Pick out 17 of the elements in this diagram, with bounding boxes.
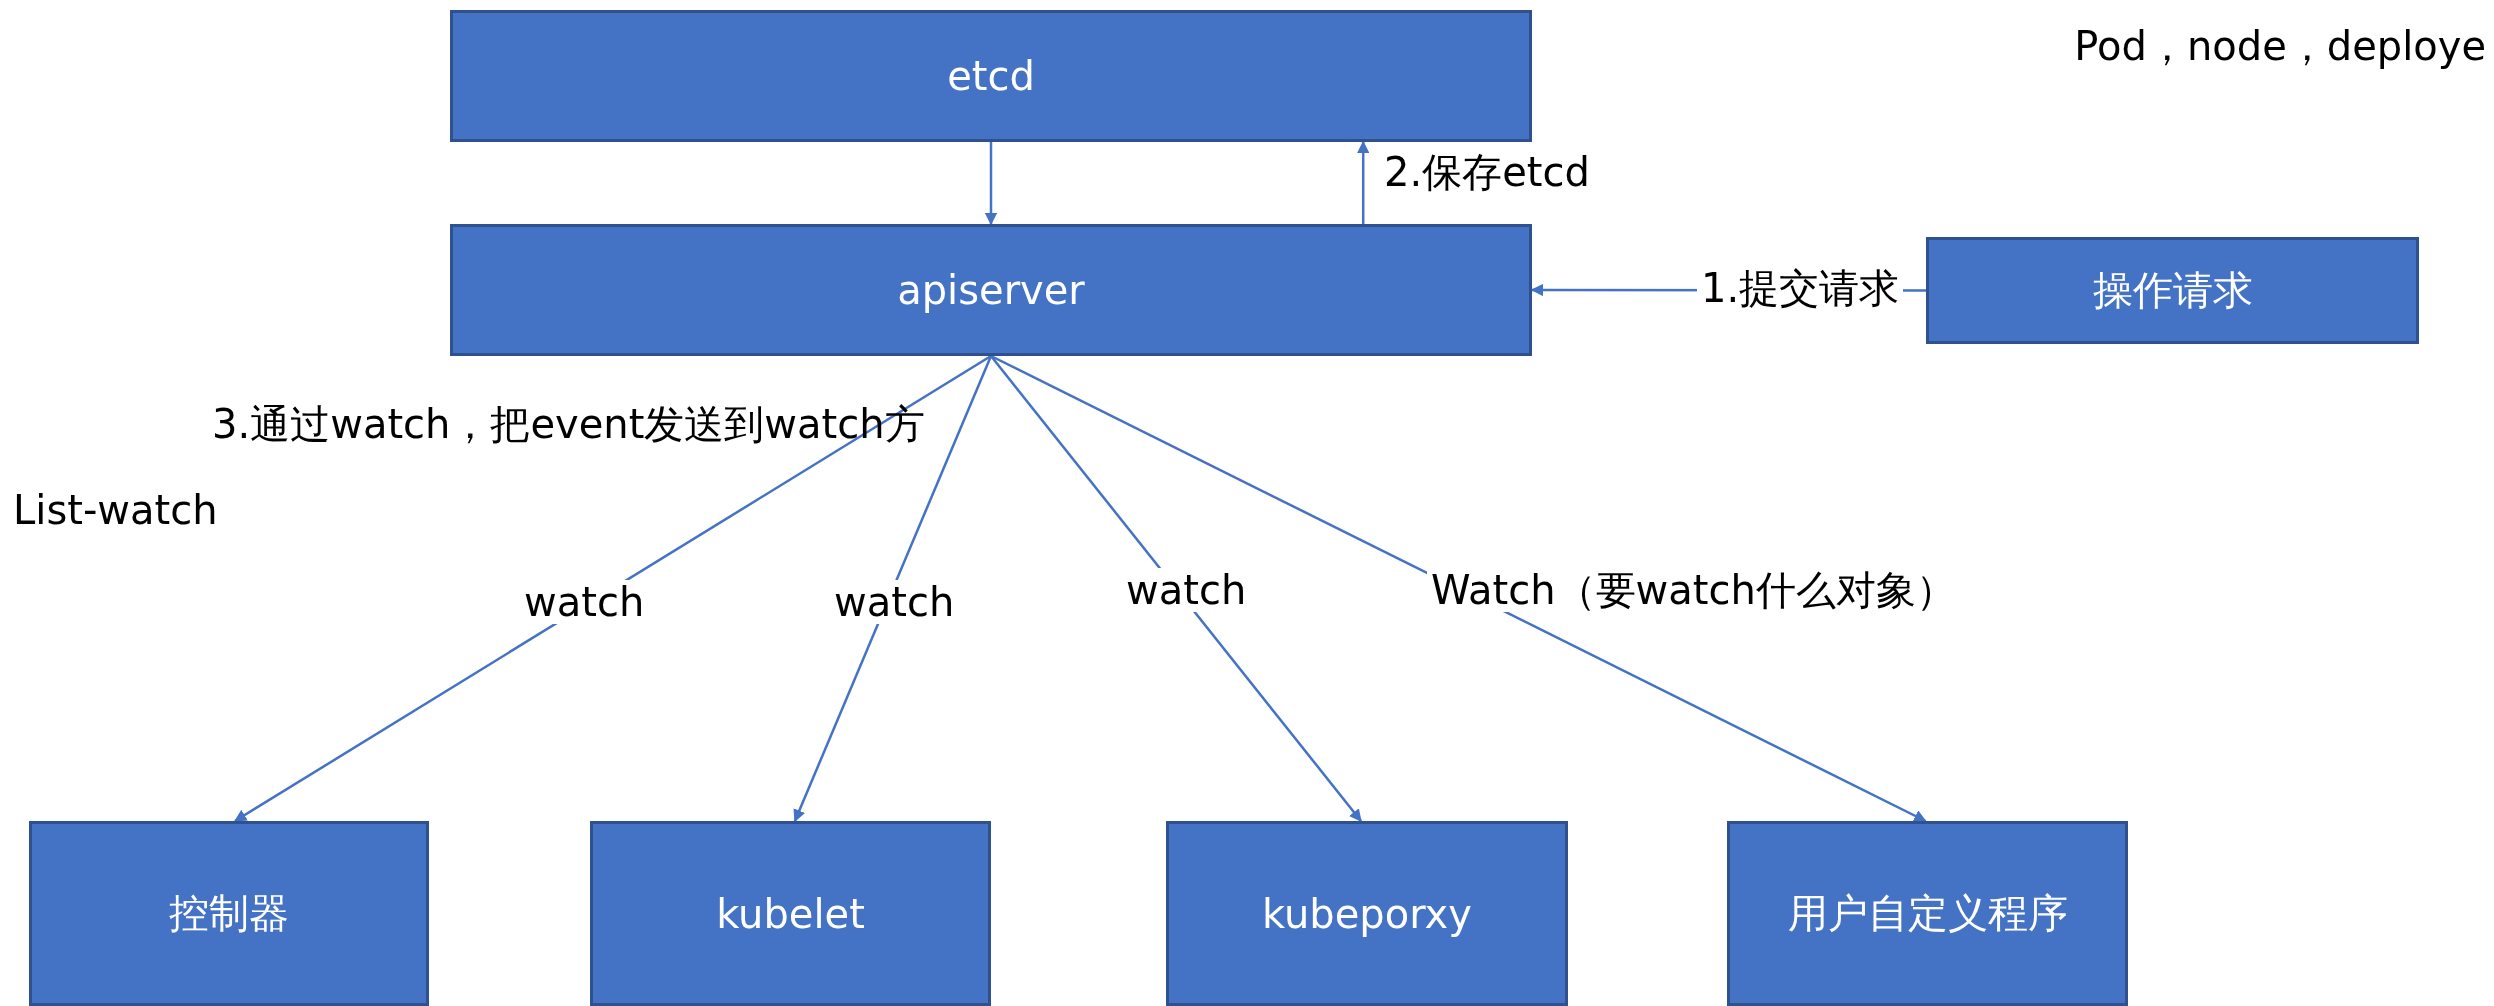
arrow xyxy=(984,142,998,226)
process-box: 控制器 xyxy=(29,821,429,1006)
edge-label: 1.提交请求 xyxy=(1697,266,1904,310)
arrow xyxy=(233,354,992,823)
process-box: 用户自定义程序 xyxy=(1727,821,2128,1006)
note-text: Pod，node，deploye xyxy=(2074,24,2486,68)
arrow xyxy=(1356,140,1370,224)
note-text: List-watch xyxy=(13,488,218,532)
process-box: kubelet xyxy=(590,821,991,1006)
process-box: 操作请求 xyxy=(1926,237,2419,344)
process-box: kubeporxy xyxy=(1166,821,1568,1006)
arrow xyxy=(793,355,993,823)
process-box: apiserver xyxy=(450,224,1532,356)
process-box: etcd xyxy=(450,10,1532,142)
note-text: 3.通过watch，把event发送到watch方 xyxy=(212,402,925,446)
arrow xyxy=(990,354,1927,823)
arrow xyxy=(990,355,1362,822)
